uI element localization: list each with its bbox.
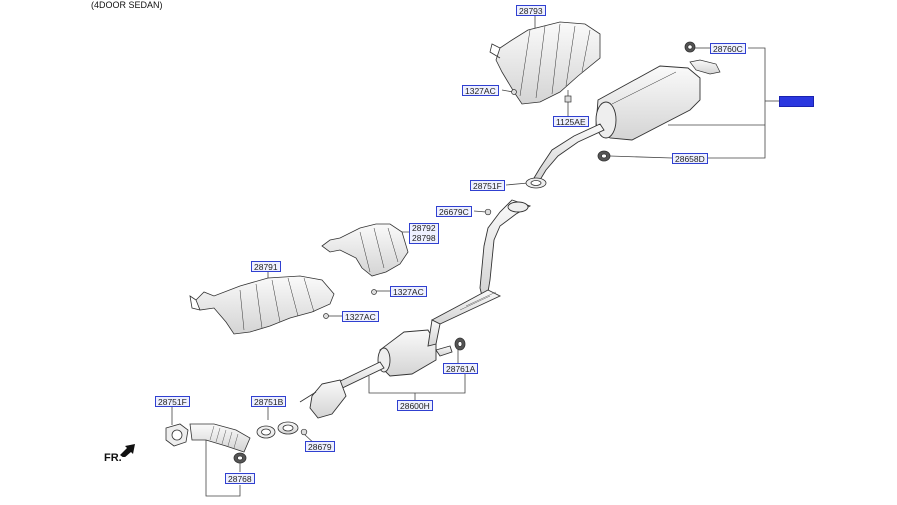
callout-28658d[interactable]: 28658D [672, 153, 708, 164]
callout-28761a[interactable]: 28761A [443, 363, 479, 374]
callout-28751f-low[interactable]: 28751F [155, 396, 190, 407]
callout-1327ac-mid[interactable]: 1327AC [390, 286, 427, 297]
callout-28792[interactable]: 28792 [412, 223, 436, 233]
leader-28730a-bracket [708, 47, 766, 159]
nut-1327ac-low [323, 313, 329, 319]
bolt-1125ae [564, 90, 572, 103]
callout-28792-28798[interactable]: 28792 28798 [409, 223, 439, 244]
callout-28793[interactable]: 28793 [516, 5, 546, 16]
leader-28751f-mid [505, 182, 529, 186]
front-heat-shield [189, 275, 335, 335]
diagram-caption: (4DOOR SEDAN) [91, 0, 163, 10]
callout-28600h[interactable]: 28600H [397, 400, 433, 411]
main-muffler [595, 65, 701, 141]
callout-28679[interactable]: 28679 [305, 441, 335, 452]
leader-bottom-bracket [205, 440, 241, 497]
flexible-front-pipe [189, 423, 251, 453]
front-arrow-icon [120, 444, 135, 457]
callout-28768[interactable]: 28768 [225, 473, 255, 484]
callout-1327ac-low[interactable]: 1327AC [342, 311, 379, 322]
callout-28751b[interactable]: 28751B [251, 396, 287, 407]
rubber-hanger-28760c [684, 41, 696, 53]
callout-28751f-mid[interactable]: 28751F [470, 180, 505, 191]
gasket-28751f-mid [525, 177, 547, 189]
nut-1327ac-top [511, 89, 517, 95]
center-pipe [533, 123, 605, 181]
intermediate-pipe [431, 199, 532, 325]
center-muffler [377, 319, 453, 377]
callout-28791[interactable]: 28791 [251, 261, 281, 272]
callout-1125ae[interactable]: 1125AE [553, 116, 589, 127]
nut-28679 [300, 428, 308, 436]
callout-28798[interactable]: 28798 [412, 232, 436, 243]
callout-26679c[interactable]: 26679C [436, 206, 472, 217]
center-heat-shield [321, 223, 409, 277]
leader-26679c [473, 210, 487, 213]
nut-1327ac-mid [371, 289, 377, 295]
nut-26679c [484, 208, 492, 216]
callout-28730a[interactable]: 28730A [779, 96, 815, 107]
rubber-ring-28658d [597, 150, 611, 162]
hanger-bracket [689, 59, 721, 75]
rear-heat-shield [489, 21, 601, 105]
callout-1327ac-top[interactable]: 1327AC [462, 85, 499, 96]
callout-28760c[interactable]: 28760C [710, 43, 746, 54]
front-marker: FR. [104, 452, 122, 464]
rubber-hanger-28768 [233, 452, 247, 464]
gasket-28751b [256, 425, 276, 439]
front-pipe [299, 361, 385, 419]
gasket-28751f-low [165, 423, 189, 447]
leader-1327ac-top [501, 89, 514, 93]
catalytic-flange [277, 421, 299, 435]
leader-28658d [609, 155, 673, 159]
hanger-28761a [454, 337, 466, 351]
leader-28600h-bracket [368, 366, 466, 394]
